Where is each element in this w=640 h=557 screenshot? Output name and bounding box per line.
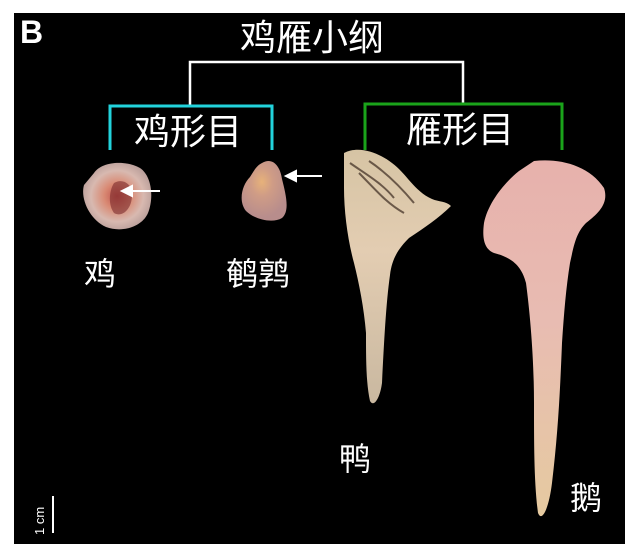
galliformes-label: 鸡形目 bbox=[134, 112, 243, 153]
quail-label: 鹌鹑 bbox=[226, 255, 291, 293]
chicken-arrow-icon bbox=[119, 184, 160, 198]
duck-label: 鸭 bbox=[339, 440, 372, 478]
anseriformes-bracket bbox=[363, 102, 564, 150]
panel-label: B bbox=[20, 14, 44, 50]
quail-arrow-icon bbox=[283, 169, 322, 183]
quail-specimen bbox=[241, 160, 287, 221]
root-clade-label: 鸡雁小纲 bbox=[240, 18, 385, 59]
scale-bar-label: 1 cm bbox=[32, 506, 47, 535]
figure-panel: B bbox=[14, 13, 625, 544]
galliformes-bracket bbox=[108, 104, 274, 150]
duck-specimen bbox=[344, 149, 451, 404]
phylogeny-diagram bbox=[52, 60, 606, 533]
root-bracket bbox=[188, 60, 465, 106]
anseriformes-label: 雁形目 bbox=[406, 110, 515, 151]
goose-label: 鹅 bbox=[570, 479, 603, 517]
chicken-specimen bbox=[83, 162, 152, 230]
goose-specimen bbox=[483, 160, 606, 517]
chicken-label: 鸡 bbox=[84, 255, 117, 293]
